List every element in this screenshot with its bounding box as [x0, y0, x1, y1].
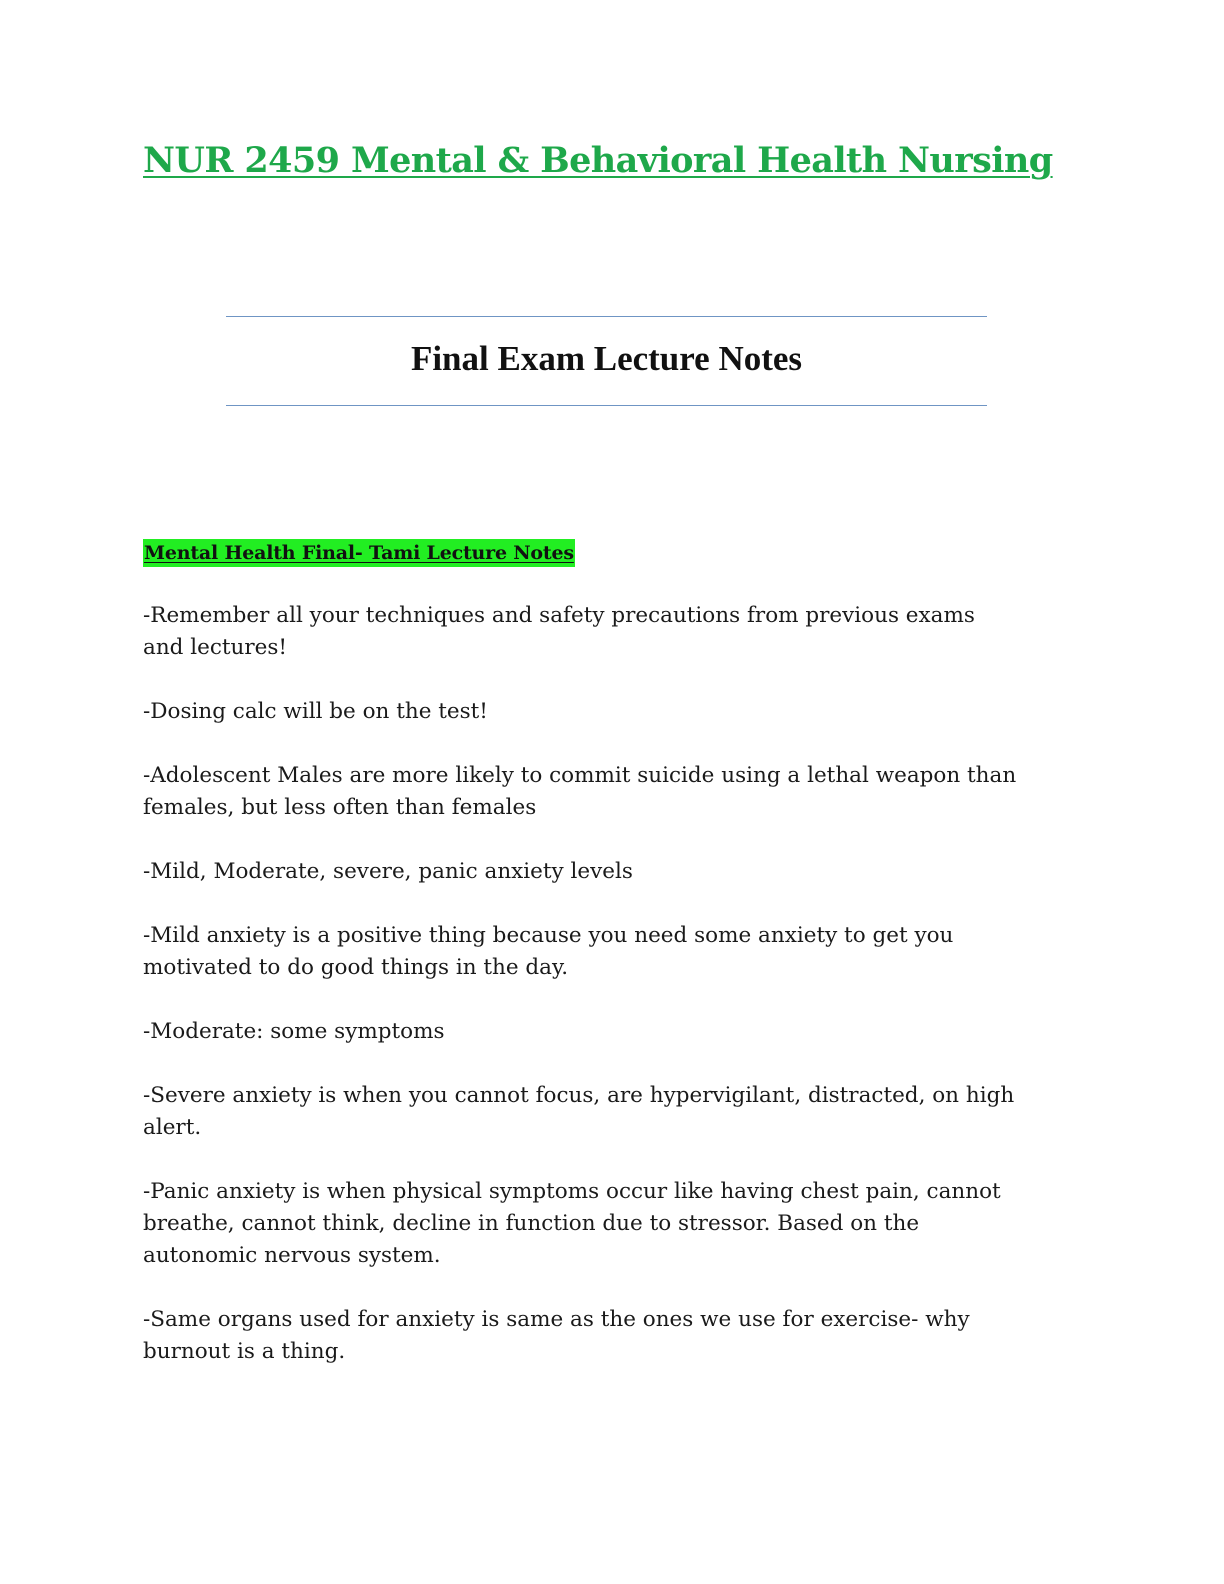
note-paragraph: -Mild, Moderate, severe, panic anxiety l… [143, 856, 1083, 888]
note-paragraph: -Severe anxiety is when you cannot focus… [143, 1080, 1083, 1144]
document-subtitle: Final Exam Lecture Notes [410, 339, 803, 378]
section-heading: Mental Health Final- Tami Lecture Notes [143, 539, 575, 567]
note-paragraph: -Dosing calc will be on the test! [143, 696, 1083, 728]
note-line: burnout is a thing. [143, 1339, 346, 1364]
note-paragraph: -Adolescent Males are more likely to com… [143, 760, 1083, 824]
note-line: breathe, cannot think, decline in functi… [143, 1211, 920, 1236]
note-line: -Dosing calc will be on the test! [143, 699, 488, 724]
note-paragraph: -Moderate: some symptoms [143, 1016, 1083, 1048]
note-line: and lectures! [143, 635, 288, 660]
note-paragraph: -Mild anxiety is a positive thing becaus… [143, 920, 1083, 984]
note-line: -Adolescent Males are more likely to com… [143, 763, 1017, 788]
note-line: -Severe anxiety is when you cannot focus… [143, 1083, 1015, 1108]
note-paragraph: -Panic anxiety is when physical symptoms… [143, 1176, 1083, 1272]
note-line: -Remember all your techniques and safety… [143, 603, 975, 628]
notes-list: -Remember all your techniques and safety… [143, 600, 1083, 1400]
note-line: females, but less often than females [143, 795, 537, 820]
note-line: motivated to do good things in the day. [143, 955, 569, 980]
note-line: -Same organs used for anxiety is same as… [143, 1307, 970, 1332]
note-line: -Panic anxiety is when physical symptoms… [143, 1179, 1001, 1204]
subtitle-bottom-rule [226, 405, 987, 406]
note-line: autonomic nervous system. [143, 1243, 441, 1268]
note-line: -Mild anxiety is a positive thing becaus… [143, 923, 954, 948]
note-line: -Moderate: some symptoms [143, 1019, 445, 1044]
note-line: -Mild, Moderate, severe, panic anxiety l… [143, 859, 633, 884]
document-title: NUR 2459 Mental & Behavioral Health Nurs… [143, 140, 1053, 181]
note-paragraph: -Same organs used for anxiety is same as… [143, 1304, 1083, 1368]
note-paragraph: -Remember all your techniques and safety… [143, 600, 1083, 664]
subtitle-top-rule [226, 316, 987, 317]
note-line: alert. [143, 1115, 202, 1140]
